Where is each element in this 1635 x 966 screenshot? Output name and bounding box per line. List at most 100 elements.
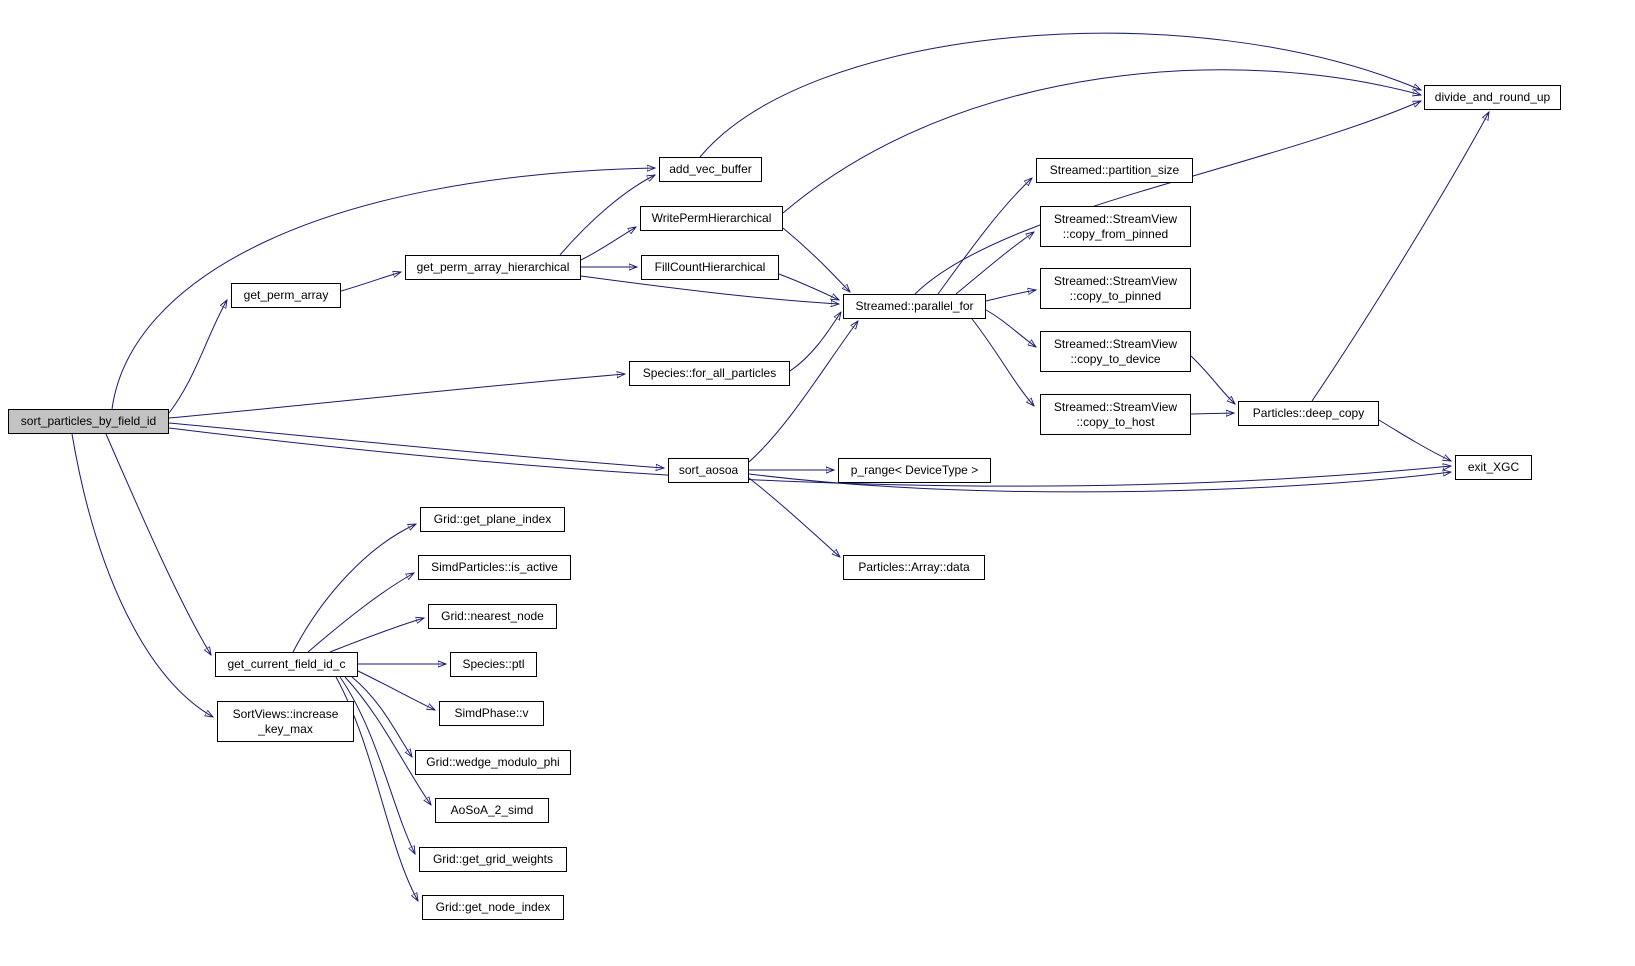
edge-gcfic-to-get_grid_weights <box>339 676 415 854</box>
node-label: sort_particles_by_field_id <box>20 414 157 428</box>
node-label: Streamed::StreamView <box>1053 211 1178 226</box>
edge-fill_count-to-parallel_for <box>778 273 839 300</box>
node-p-range-devicetype[interactable]: p_range< DeviceType > <box>838 458 991 483</box>
edge-copy_to_device-to-deep_copy <box>1190 355 1235 404</box>
node-streamview-copy-to-device[interactable]: Streamed::StreamView::copy_to_device <box>1040 331 1191 372</box>
node-write-perm-hierarchical[interactable]: WritePermHierarchical <box>640 206 783 231</box>
node-label: SortViews::increase <box>232 706 339 721</box>
node-label: Grid::get_node_index <box>435 900 551 914</box>
node-species-ptl[interactable]: Species::ptl <box>450 652 537 677</box>
edge-sort-to-for_all_particles <box>168 374 625 419</box>
node-label: get_current_field_id_c <box>227 657 346 671</box>
edge-gcfic-to-is_active <box>307 573 414 653</box>
node-fill-count-hierarchical[interactable]: FillCountHierarchical <box>641 255 779 280</box>
node-streamed-partition-size[interactable]: Streamed::partition_size <box>1036 158 1193 183</box>
edge-sort-to-sort_aosoa <box>168 422 664 468</box>
node-label: SimdPhase::v <box>454 706 529 720</box>
node-sort-particles-by-field-id: sort_particles_by_field_id <box>8 409 169 434</box>
edge-gcfic-to-simdphase_v <box>357 670 435 710</box>
node-particles-array-data[interactable]: Particles::Array::data <box>843 555 985 580</box>
node-label: FillCountHierarchical <box>654 260 766 274</box>
node-exit-xgc[interactable]: exit_XGC <box>1455 455 1532 480</box>
edge-gcfic-to-wedge_modulo_phi <box>351 676 412 757</box>
edge-sort_aosoa-to-array_data <box>748 477 840 557</box>
edge-parallel_for-to-copy_to_host <box>971 318 1034 406</box>
node-label: exit_XGC <box>1467 460 1520 474</box>
node-streamview-copy-to-host[interactable]: Streamed::StreamView::copy_to_host <box>1040 394 1191 435</box>
edge-parallel_for-to-copy_to_device <box>985 309 1036 347</box>
node-label: ::copy_to_device <box>1070 351 1161 366</box>
edge-parallel_for-to-partition_size <box>937 178 1032 295</box>
node-label: Grid::nearest_node <box>441 609 544 623</box>
node-add-vec-buffer[interactable]: add_vec_buffer <box>659 157 762 182</box>
node-label: Grid::get_plane_index <box>433 512 552 526</box>
node-grid-get-node-index[interactable]: Grid::get_node_index <box>422 895 564 920</box>
edge-for_all-to-parallel_for <box>789 312 841 372</box>
node-label: Particles::deep_copy <box>1252 406 1365 420</box>
node-label: Streamed::StreamView <box>1053 336 1178 351</box>
edge-gcfic-to-aosoa_2_simd <box>344 676 431 805</box>
edge-sort-to-get_perm_array <box>168 300 227 414</box>
node-grid-wedge-modulo-phi[interactable]: Grid::wedge_modulo_phi <box>415 750 571 775</box>
node-particles-deep-copy[interactable]: Particles::deep_copy <box>1238 401 1379 426</box>
node-get-current-field-id-c[interactable]: get_current_field_id_c <box>215 652 358 677</box>
edge-parallel_for-to-divide <box>914 101 1421 295</box>
node-label: Grid::wedge_modulo_phi <box>426 755 560 769</box>
edge-hierarchical-to-write_perm <box>580 227 636 261</box>
node-label: Species::ptl <box>462 657 525 671</box>
node-divide-and-round-up[interactable]: divide_and_round_up <box>1424 85 1561 110</box>
node-simdphase-v[interactable]: SimdPhase::v <box>439 701 544 726</box>
node-label: WritePermHierarchical <box>651 211 772 225</box>
node-grid-get-grid-weights[interactable]: Grid::get_grid_weights <box>419 847 567 872</box>
node-aosoa-2-simd[interactable]: AoSoA_2_simd <box>435 798 549 823</box>
edge-sort-to-add_vec_buffer <box>111 168 655 410</box>
node-label: p_range< DeviceType > <box>850 463 979 477</box>
node-sort-aosoa[interactable]: sort_aosoa <box>668 458 749 483</box>
edge-hierarchical-to-add_vec_buffer <box>559 175 655 256</box>
node-sortviews-increase-key-max[interactable]: SortViews::increase_key_max <box>217 701 354 742</box>
node-label: SimdParticles::is_active <box>431 560 558 574</box>
node-species-for-all-particles[interactable]: Species::for_all_particles <box>629 361 790 386</box>
node-label: get_perm_array_hierarchical <box>416 260 570 274</box>
node-label: Grid::get_grid_weights <box>432 852 554 866</box>
edge-parallel_for-to-copy_to_pinned <box>985 290 1036 302</box>
node-label: sort_aosoa <box>678 463 739 477</box>
edge-sort-to-exit_xgc <box>168 427 1451 487</box>
node-label: divide_and_round_up <box>1434 90 1551 104</box>
node-label: _key_max <box>258 721 313 736</box>
node-simdparticles-is-active[interactable]: SimdParticles::is_active <box>418 555 571 580</box>
node-label: AoSoA_2_simd <box>450 803 534 817</box>
edge-gcfic-to-get_plane_index <box>292 524 416 653</box>
node-get-perm-array-hierarchical[interactable]: get_perm_array_hierarchical <box>405 255 581 280</box>
edge-get_perm_array-to-hierarchical <box>340 272 401 292</box>
node-label: get_perm_array <box>243 288 329 302</box>
node-get-perm-array[interactable]: get_perm_array <box>231 283 341 308</box>
edge-copy_to_host-to-deep_copy <box>1190 413 1234 414</box>
node-label: ::copy_from_pinned <box>1062 226 1169 241</box>
node-grid-get-plane-index[interactable]: Grid::get_plane_index <box>420 507 565 532</box>
node-streamview-copy-from-pinned[interactable]: Streamed::StreamView::copy_from_pinned <box>1040 206 1191 247</box>
edge-sort_aosoa-to-parallel_for <box>748 321 858 463</box>
node-label: ::copy_to_pinned <box>1069 288 1162 303</box>
node-grid-nearest-node[interactable]: Grid::nearest_node <box>428 604 557 629</box>
edge-write_perm-to-parallel_for <box>782 227 850 292</box>
node-label: Streamed::parallel_for <box>855 299 974 313</box>
edge-deep_copy-to-divide <box>1311 112 1489 402</box>
edge-write_perm-to-divide <box>782 69 1421 214</box>
edge-gcfic-to-nearest_node <box>329 618 424 653</box>
node-label: add_vec_buffer <box>669 162 752 176</box>
node-streamed-parallel-for[interactable]: Streamed::parallel_for <box>843 294 986 319</box>
node-label: Streamed::StreamView <box>1053 399 1178 414</box>
node-label: Species::for_all_particles <box>642 366 777 380</box>
edge-sort_aosoa-to-exit_xgc <box>748 472 1451 493</box>
edge-deep_copy-to-exit_xgc <box>1378 419 1451 461</box>
edge-sort-to-increase_key_max <box>71 433 213 717</box>
node-label: Particles::Array::data <box>858 560 970 574</box>
node-label: Streamed::partition_size <box>1049 163 1180 177</box>
edge-sort-to-get_current_field_id_c <box>105 433 211 655</box>
node-label: ::copy_to_host <box>1076 414 1155 429</box>
edge-hierarchical-to-parallel_for <box>580 275 839 304</box>
node-streamview-copy-to-pinned[interactable]: Streamed::StreamView::copy_to_pinned <box>1040 268 1191 309</box>
